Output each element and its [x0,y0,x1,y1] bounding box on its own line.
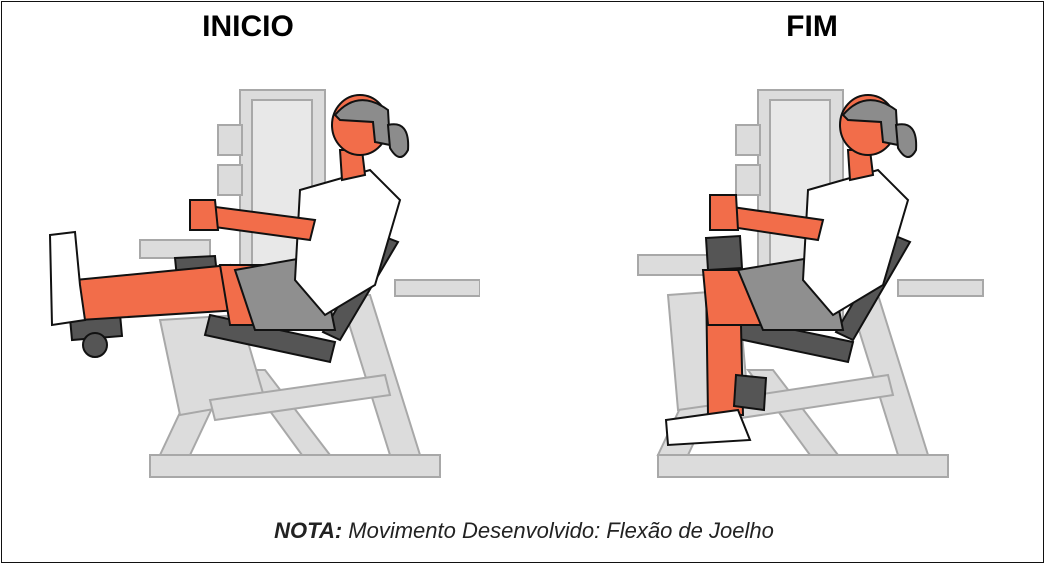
shoe [48,230,87,327]
thigh-pad [704,234,744,272]
hair [333,99,392,147]
rear-support [897,279,984,297]
note-text: Movimento Desenvolvido: Flexão de Joelho [342,518,774,543]
figure-note: NOTA: Movimento Desenvolvido: Flexão de … [0,518,1048,544]
ponytail [894,123,918,158]
shin-pad [732,373,768,412]
torso-shirt [801,168,910,317]
seat-pad [203,313,337,364]
note-prefix: NOTA: [274,518,343,543]
end-position-illustration [628,70,1048,485]
start-position-illustration [40,70,480,485]
hands [189,199,220,231]
machine-base [657,454,949,478]
rear-support [394,279,480,297]
torso-shirt [293,168,402,317]
start-position-label: INICIO [202,10,294,43]
machine-base [149,454,441,478]
lower-legs [73,263,242,322]
shoe [664,408,752,447]
hair [841,99,900,147]
ponytail [386,123,410,158]
athlete-start [48,94,410,364]
hands [709,194,740,231]
athlete-end [664,94,918,447]
end-position-label: FIM [786,10,838,43]
